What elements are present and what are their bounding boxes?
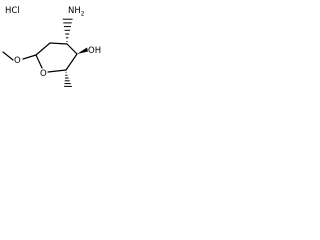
bond-c1-o-methoxy [22, 54, 37, 60]
amino-subscript: 2 [81, 11, 85, 18]
bond-o-methoxy-ch3 [2, 51, 14, 61]
bond-o-ring-c1 [35, 54, 43, 69]
bond-c3-c4 [66, 43, 78, 55]
bond-c1-c2 [35, 42, 51, 56]
hydroxyl-label: OH [88, 46, 101, 56]
methoxy-oxygen-label: O [14, 56, 21, 66]
structure-diagram: HCl NH2 OH O O [2, 6, 101, 87]
bond-c2-c3 [49, 42, 68, 45]
bond-c5-o-ring [47, 69, 67, 73]
bond-c4-c5 [65, 53, 78, 71]
hash-bond-c3-nh2 [62, 18, 73, 42]
ring-oxygen-label: O [40, 69, 47, 79]
hash-bond-c5-ch3 [64, 71, 72, 87]
hcl-label: HCl [5, 6, 20, 16]
amino-label: NH2 [68, 6, 85, 18]
amino-main: NH [68, 6, 81, 16]
wedge-bond-c4-oh [77, 47, 88, 54]
